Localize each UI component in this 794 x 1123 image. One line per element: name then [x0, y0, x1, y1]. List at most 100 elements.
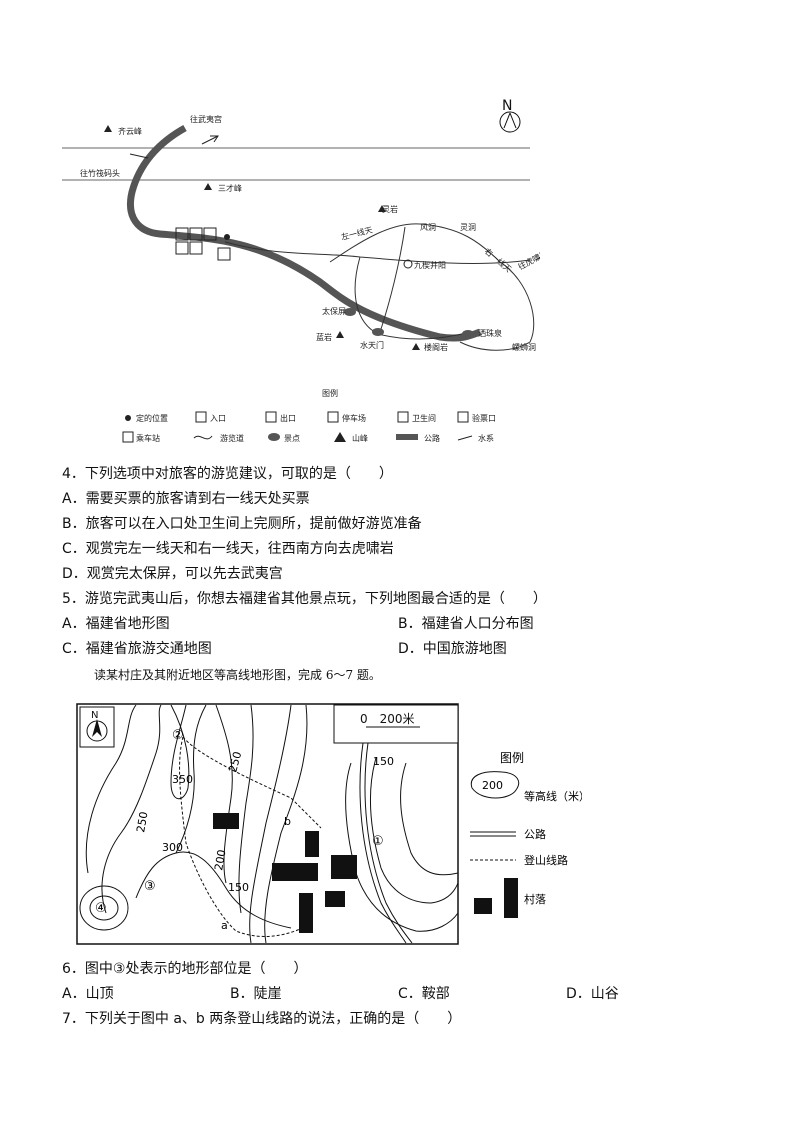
contour-line	[175, 851, 292, 929]
scenic-spot	[403, 259, 413, 269]
scenic-spot-icon	[268, 433, 280, 441]
contour-line	[135, 704, 207, 899]
scenic-spot	[372, 328, 384, 336]
village-icon	[504, 878, 518, 918]
contour-closed	[79, 885, 129, 931]
you-are-here-icon	[224, 234, 230, 240]
q5-stem: 5．游览完武夷山后，你想去福建省其他景点玩，下列地图最合适的是（ ）	[62, 591, 547, 607]
scenic-spot	[462, 330, 474, 338]
label-qiyunfeng: 齐云峰	[118, 126, 142, 136]
contour-line	[215, 704, 233, 884]
toilet-icon	[203, 227, 217, 241]
q7-stem: 7．下列关于图中 a、b 两条登山线路的说法，正确的是（ ）	[62, 1011, 462, 1027]
entrance-icon	[175, 227, 189, 241]
q4-option-d[interactable]: D．观赏完太保屏，可以先去武夷宫	[62, 566, 283, 582]
legend-item: 公路	[424, 433, 440, 443]
trail-loop	[329, 223, 535, 351]
contour-line	[249, 704, 292, 944]
route-b-label: b	[284, 815, 291, 828]
peak-icon	[104, 125, 112, 132]
peak-icon	[412, 343, 420, 350]
contour-line	[85, 704, 137, 874]
label-sancaifeng: 三才峰	[218, 183, 242, 193]
q5-option-b[interactable]: B．福建省人口分布图	[398, 616, 534, 632]
q5-option-d[interactable]: D．中国旅游地图	[398, 641, 507, 657]
legend-trail-label: 登山线路	[524, 853, 568, 867]
q6-option-b[interactable]: B．陡崖	[230, 986, 282, 1002]
legend-row-1: 定的位置 入口 出口 停车场 卫生间 验票口	[125, 411, 496, 423]
label-shuitianmen: 水天门	[360, 340, 384, 350]
q4-option-b[interactable]: B．旅客可以在入口处卫生间上完厕所，提前做好游览准备	[62, 516, 422, 532]
north-label: N	[91, 710, 98, 721]
north-arrow-needle	[503, 112, 517, 129]
label-loukeyan: 楼阁岩	[424, 342, 448, 352]
label-taibaoping: 太保屏	[322, 306, 346, 316]
label-lingdong: 灵洞	[460, 222, 476, 232]
legend-item: 景点	[284, 434, 300, 443]
q5-option-a[interactable]: A．福建省地形图	[62, 616, 170, 632]
arrow-icon	[210, 135, 219, 143]
you-are-here-icon	[125, 415, 131, 421]
contour-label: 150	[373, 755, 394, 768]
village-block	[331, 855, 357, 879]
marker-3: ③	[144, 879, 156, 894]
contour-label: 350	[172, 773, 193, 786]
contour-line	[170, 704, 190, 800]
legend-row-2: 乘车站 游览道 景点 山峰 公路 水系	[122, 431, 494, 443]
label-youyixiantian: 右一线天	[483, 246, 514, 274]
trail-icon	[193, 435, 213, 440]
trail-a	[179, 736, 312, 937]
legend-item: 乘车站	[136, 433, 160, 443]
contour-line	[370, 757, 459, 904]
label-jiubeijing: 九楔井阳	[414, 260, 446, 270]
q6-stem: 6．图中③处表示的地形部位是（ ）	[62, 961, 308, 977]
parking-icon	[327, 411, 339, 423]
label-to-huxiao: 往虎啸岩	[516, 248, 540, 272]
parking-icon	[175, 241, 189, 255]
legend-item: 停车场	[342, 413, 366, 423]
legend-item: 游览道	[220, 433, 244, 443]
q4-option-a[interactable]: A．需要买票的旅客请到右一线天处买票	[62, 491, 310, 507]
legend-road-label: 公路	[524, 828, 546, 841]
q6-option-d[interactable]: D．山谷	[566, 986, 619, 1002]
contour-label: 150	[228, 881, 249, 894]
entrance-icon	[195, 411, 207, 423]
label-shuizhuquan: 洒珠泉	[478, 328, 502, 338]
legend-item: 山峰	[352, 433, 368, 443]
peak-icon	[336, 331, 344, 338]
legend-title: 图例	[500, 751, 524, 765]
label-lanyan: 蓝岩	[316, 332, 332, 342]
contour-map: 0 200米 N 350 250 250 300 200 150 150 ② ①…	[76, 703, 459, 945]
label-zuoyixiantian: 左一线天	[340, 224, 373, 241]
q4-option-c[interactable]: C．观赏完左一线天和右一线天，往西南方向去虎啸岩	[62, 541, 394, 557]
q5-option-c[interactable]: C．福建省旅游交通地图	[62, 641, 212, 657]
q6-option-a[interactable]: A．山顶	[62, 986, 114, 1002]
scenic-spot	[344, 308, 356, 316]
highway	[127, 124, 482, 342]
north-arrow-icon	[499, 111, 521, 133]
bus-stop-icon	[189, 241, 203, 255]
highway-icon	[396, 434, 418, 440]
village-block	[272, 863, 318, 881]
exit-icon	[265, 411, 277, 423]
legend-item: 入口	[210, 414, 226, 423]
scale-box	[333, 704, 459, 744]
q6-option-c[interactable]: C．鞍部	[398, 986, 450, 1002]
trail-inner	[379, 226, 406, 333]
label-wuyandong: 风洞	[420, 222, 436, 232]
water-icon	[457, 435, 473, 441]
bus-stop-icon	[122, 431, 134, 443]
toilet-icon	[397, 411, 409, 423]
legend-item: 水系	[478, 433, 494, 443]
contour-legend: 图例 200 等高线（米） 公路 登山线路 村落	[470, 751, 582, 918]
peak-icon	[204, 183, 212, 190]
exit-icon	[189, 227, 203, 241]
arrow-icon	[129, 153, 149, 159]
section-intro: 读某村庄及其附近地区等高线地形图，完成 6～7 题。	[94, 668, 381, 682]
marker-2: ②	[172, 728, 184, 743]
contour-line	[400, 762, 459, 876]
arrow-icon	[201, 135, 219, 145]
contour-label: 250	[134, 811, 150, 834]
scale-label: 0 200米	[360, 712, 415, 726]
q4-stem: 4．下列选项中对旅客的游览建议，可取的是（ ）	[62, 466, 393, 482]
